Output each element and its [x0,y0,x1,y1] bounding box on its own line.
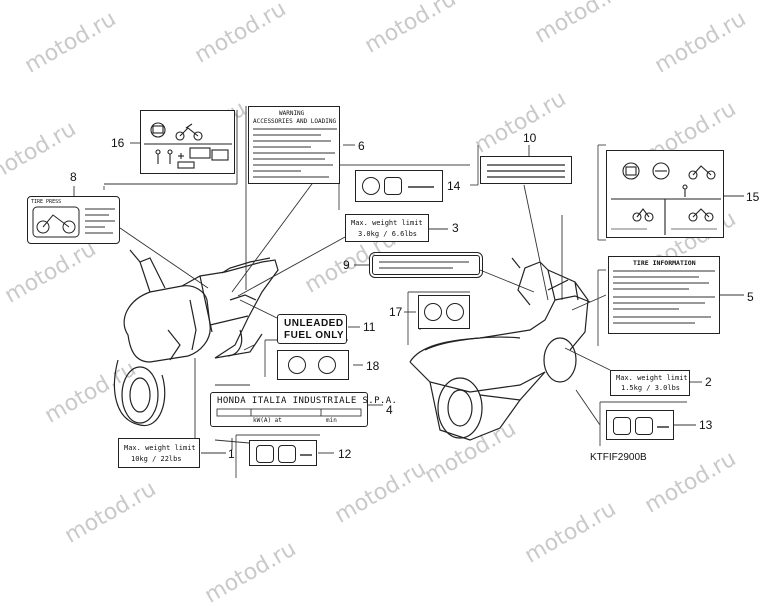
fuel-icon [318,356,336,374]
left-scooter-drawing [113,249,279,427]
callout-6: 6 [358,139,365,153]
label-3-weight-limit: Max. weight limit 3.0kg / 6.6lbs [345,214,429,242]
book-icon [613,417,631,435]
callout-12: 12 [338,447,352,461]
callout-3: 3 [452,221,459,235]
label-10-text-sticker [480,156,572,184]
luggage-icon [635,417,653,435]
label-8-tire-pressure: TIRE PRESS [27,196,120,244]
label-6-text-lines [253,128,337,178]
label-4-line1: HONDA ITALIA INDUSTRIALE S.P.A. [217,396,398,406]
label-16-pictogram-sheet [140,110,235,174]
label-8-title: TIRE PRESS [31,199,62,205]
label-5-title: TIRE INFORMATION [633,259,696,267]
label-1-weight-limit: Max. weight limit 10kg / 22lbs [118,438,200,468]
label-4-line2a: kW(A) at [253,417,282,424]
label-10-lines [487,164,565,178]
callout-2: 2 [705,375,712,389]
label-17-pictogram [418,295,470,329]
luggage-icon [278,445,296,463]
book-icon [424,303,442,321]
label-4-line2b: min [326,417,337,424]
label-2-line2: 1.5kg / 3.0lbs [621,384,681,392]
wrench-icon [446,303,464,321]
label-14-pictogram [355,170,443,202]
label-14-line [408,186,434,188]
right-scooter-drawing [409,257,591,441]
callout-16: 16 [111,136,125,150]
label-11-fuel: UNLEADED FUEL ONLY [277,314,347,344]
label-18-pictogram [277,350,349,380]
callout-15: 15 [746,190,760,204]
label-3-line2: 3.0kg / 6.6lbs [358,230,418,238]
label-11-line1: UNLEADED [284,318,344,329]
label-1-line2: 10kg / 22lbs [131,455,182,463]
callout-4: 4 [386,403,393,417]
label-12-pictogram [249,440,317,466]
callout-14: 14 [447,179,461,193]
label-1-line1: Max. weight limit [124,444,196,452]
label-6-title: WARNING [279,110,305,117]
callout-1: 1 [228,447,235,461]
callout-11: 11 [363,320,376,334]
label-4-fields [216,408,362,417]
luggage-icon [384,177,402,195]
label-6-warning: WARNING ACCESSORIES AND LOADING [248,106,340,184]
pictogram-icons [144,122,232,169]
label-12-line [300,454,312,456]
callout-18: 18 [366,359,380,373]
label-3-line1: Max. weight limit [351,219,423,227]
callout-5: 5 [747,290,754,304]
callout-9: 9 [343,258,350,272]
label-11-line2: FUEL ONLY [284,330,345,341]
label-2-line1: Max. weight limit [616,374,688,382]
label-8-graphic [32,206,115,238]
callout-13: 13 [699,418,713,432]
label-9-text-sticker [369,252,483,278]
label-5-tire-information: TIRE INFORMATION [608,256,720,334]
book-icon [288,356,306,374]
callout-17: 17 [389,305,403,319]
label-5-lines [613,270,715,324]
label-13-pictogram [606,410,674,440]
book-icon [256,445,274,463]
label-13-line [657,426,669,428]
label-4-manufacturer-plate: HONDA ITALIA INDUSTRIALE S.P.A. kW(A) at… [210,392,397,427]
diagram-lines [73,106,744,478]
label-15-pictogram-sheet [606,150,724,238]
label-2-weight-limit: Max. weight limit 1.5kg / 3.0lbs [610,370,690,396]
label-9-lines [379,261,469,269]
label-15-icons [611,162,721,235]
callout-8: 8 [70,170,77,184]
callout-10: 10 [523,131,537,145]
book-icon [362,177,380,195]
diagram-code: KTFIF2900B [590,452,647,463]
label-6-subtitle: ACCESSORIES AND LOADING [253,118,337,125]
